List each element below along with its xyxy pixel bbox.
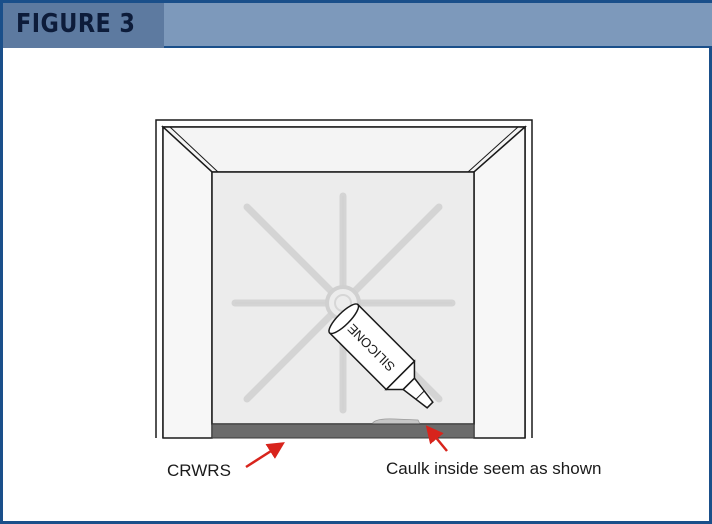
figure-title: FIGURE 3: [16, 9, 136, 39]
crwrs-label: CRWRS: [167, 461, 231, 480]
crwrs-strip: [211, 423, 475, 439]
wall-frame: [155, 119, 533, 439]
figure-header: FIGURE 3: [3, 3, 712, 48]
caulk-arrow: [425, 425, 448, 452]
header-accent: [3, 3, 164, 48]
caulk-label: Caulk inside seem as shown: [386, 459, 601, 478]
caulk-bead: [371, 418, 421, 425]
crwrs-arrow: [245, 442, 285, 469]
shower-pan: [211, 171, 475, 425]
